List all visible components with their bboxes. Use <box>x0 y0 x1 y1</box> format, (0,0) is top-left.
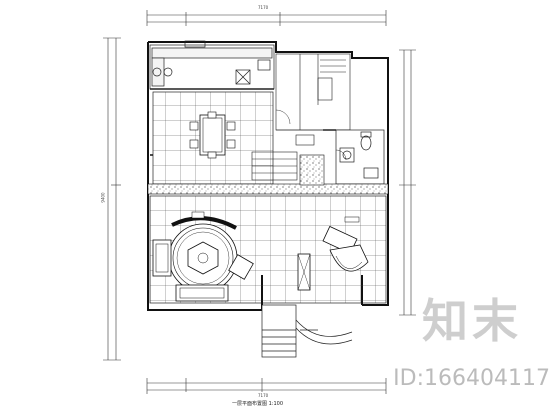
left-dimension-text: 9400 <box>100 192 106 203</box>
drawing-caption: 一层平面布置图 1:100 <box>232 401 283 407</box>
living-area <box>149 195 387 304</box>
kitchen-area <box>149 40 275 90</box>
stone-strip-main <box>147 183 389 195</box>
top-dimension-line <box>146 10 387 26</box>
dining-area <box>150 91 274 185</box>
bathroom <box>323 129 385 185</box>
left-dimension-line <box>103 37 121 361</box>
bottom-dimension-line <box>146 378 387 394</box>
door-swings <box>275 109 347 161</box>
watermark-brand: 知末 <box>422 294 522 348</box>
top-dimension-text: 7170 <box>258 5 269 10</box>
entry-porch <box>261 304 353 358</box>
watermark-id: ID:166404117 <box>393 366 550 391</box>
stone-strip-hall <box>299 154 325 186</box>
right-dimension-line <box>399 49 416 316</box>
bottom-dimension-text: 7170 <box>258 393 269 398</box>
